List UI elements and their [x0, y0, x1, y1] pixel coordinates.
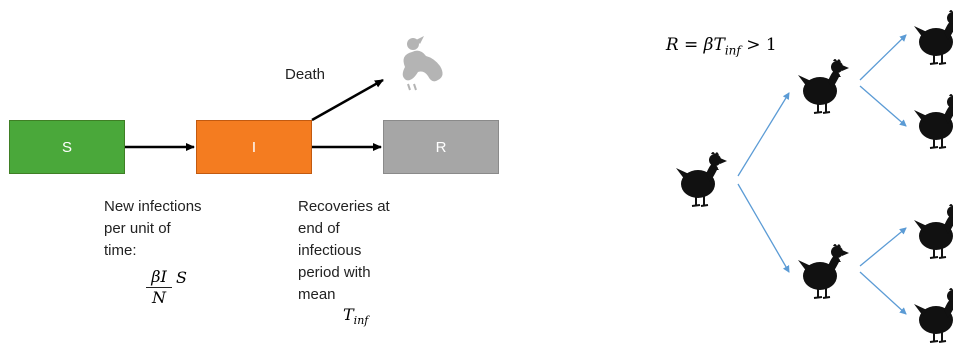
recoveries-label: Recoveries at end of infectious period w…: [298, 198, 390, 303]
susceptible-box-fill: [9, 120, 125, 174]
rate-denominator: N: [152, 288, 166, 307]
infected-box: I: [196, 120, 312, 174]
branch-arrow-up: [737, 92, 790, 177]
transmission-tree-arrows: [737, 34, 907, 315]
rate-numerator: βI: [151, 267, 167, 286]
branch-arrow-down-down: [859, 271, 907, 315]
reproduction-number-formula: R = βTinf > 1: [655, 12, 777, 61]
death-arrow: [311, 78, 384, 122]
infection-rate-formula: βI N S: [146, 268, 187, 307]
death-label: Death: [285, 66, 326, 83]
recovered-label: R: [435, 138, 447, 156]
t-inf-symbol: T: [343, 305, 354, 324]
recovered-box-fill: [383, 120, 499, 174]
susceptible-box: S: [9, 120, 125, 174]
reproduction-lhs: R = βT: [665, 35, 725, 55]
susceptible-label: S: [61, 138, 72, 156]
chicken-icon-root: [675, 151, 728, 207]
branch-arrow-up-up: [859, 34, 907, 81]
chicken-icon-generation-2-c: [913, 203, 953, 259]
reproduction-subscript: inf: [724, 43, 741, 58]
chicken-icon-generation-1-top: [797, 58, 850, 114]
chicken-icon-generation-2-d: [913, 287, 953, 343]
recovered-box: R: [383, 120, 499, 174]
reproduction-rhs: > 1: [740, 35, 777, 55]
infected-label: I: [251, 138, 257, 156]
chicken-icon-generation-2-a: [913, 9, 953, 65]
rate-s: S: [176, 268, 187, 287]
infected-box-fill: [196, 120, 312, 174]
mean-infectious-period-formula: Tinf: [343, 304, 368, 332]
new-infections-label: New infections per unit of time:: [104, 198, 202, 259]
t-inf-subscript: inf: [353, 314, 369, 328]
branch-arrow-down: [737, 183, 790, 273]
branch-arrow-down-up: [859, 227, 907, 267]
branch-arrow-up-down: [859, 85, 907, 127]
dead-bird-icon: [402, 36, 443, 91]
chicken-icon-generation-2-b: [913, 93, 953, 149]
chicken-icon-generation-1-bottom: [797, 243, 850, 299]
